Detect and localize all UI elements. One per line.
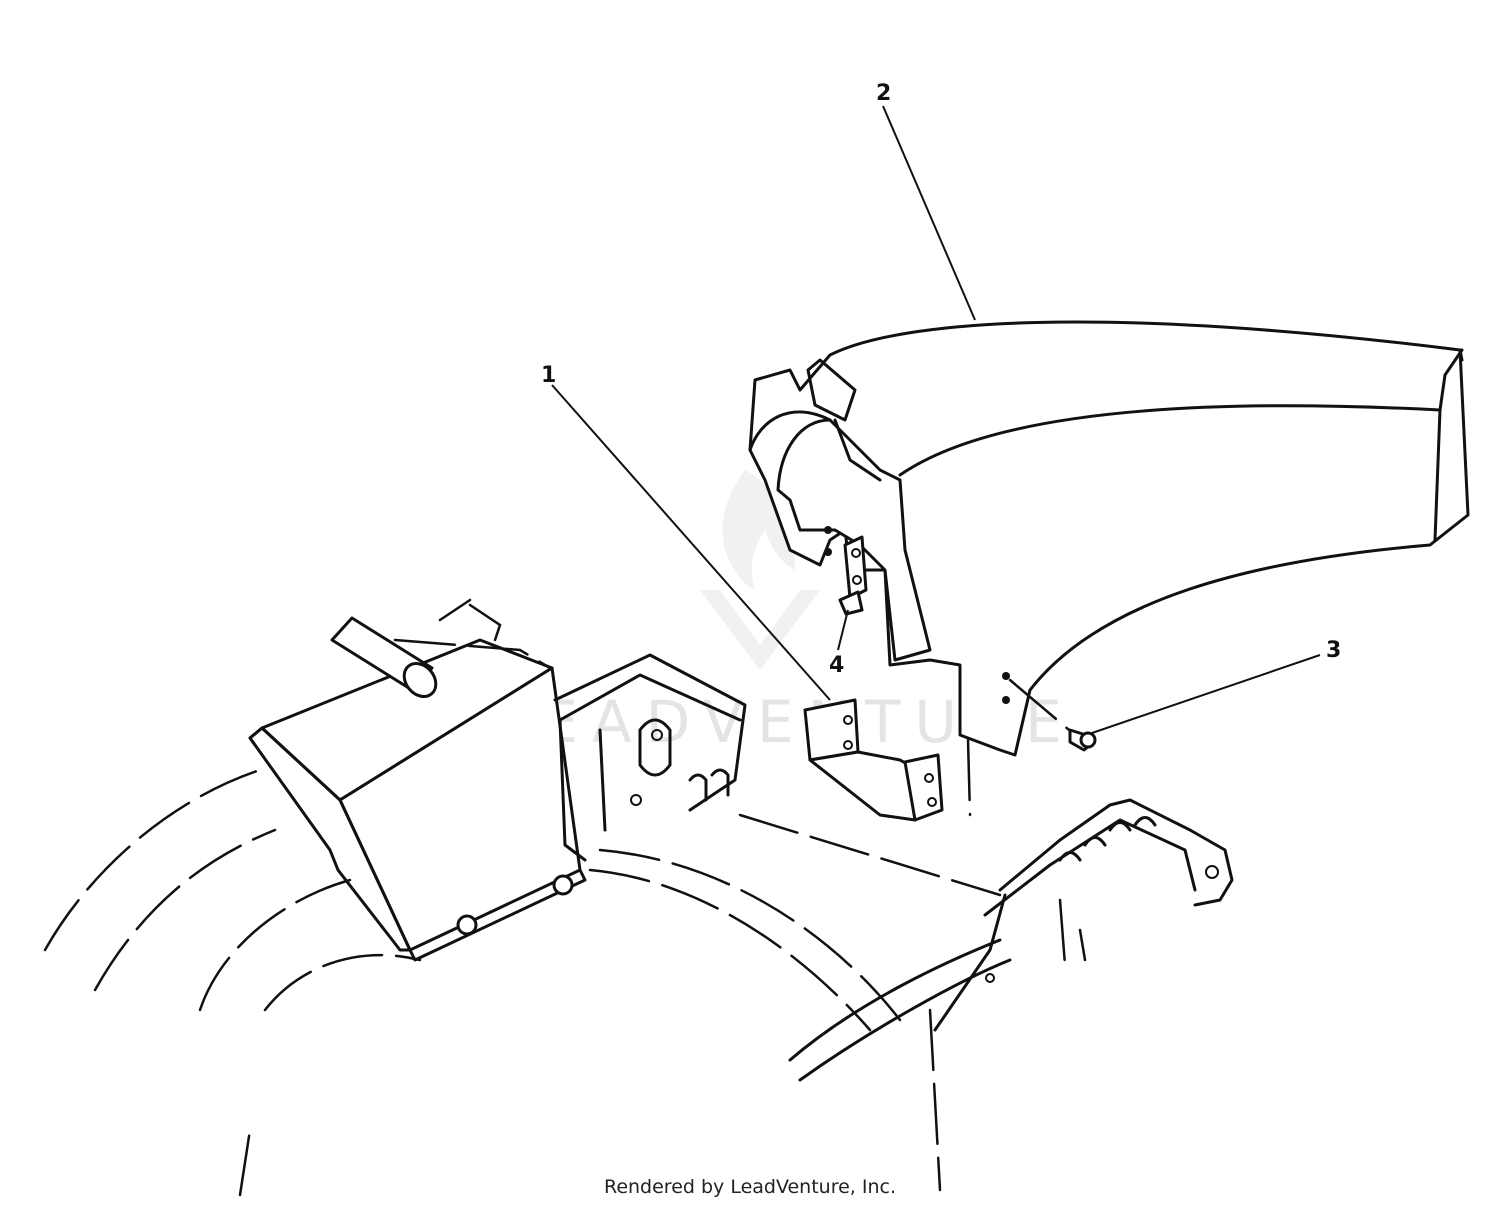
- deck-hinge-bracket: [553, 653, 747, 862]
- callout-part-1: 1: [541, 363, 556, 388]
- mower-deck-outline: [43, 768, 1087, 1197]
- mounting-plate: [838, 535, 868, 616]
- render-credit: Rendered by LeadVenture, Inc.: [603, 1176, 897, 1198]
- hinge-rod-and-spring: [330, 598, 552, 698]
- chute-bolt: [1008, 678, 1097, 752]
- callout-part-4: 4: [829, 653, 844, 678]
- deck-side-rail: [933, 798, 1234, 1032]
- callout-part-3: 3: [1326, 638, 1341, 663]
- callout-part-2: 2: [876, 81, 891, 106]
- leadventure-watermark-logo: [700, 470, 820, 670]
- chute-mounting-bracket: [803, 698, 972, 822]
- callout-leader-lines: [551, 105, 1321, 734]
